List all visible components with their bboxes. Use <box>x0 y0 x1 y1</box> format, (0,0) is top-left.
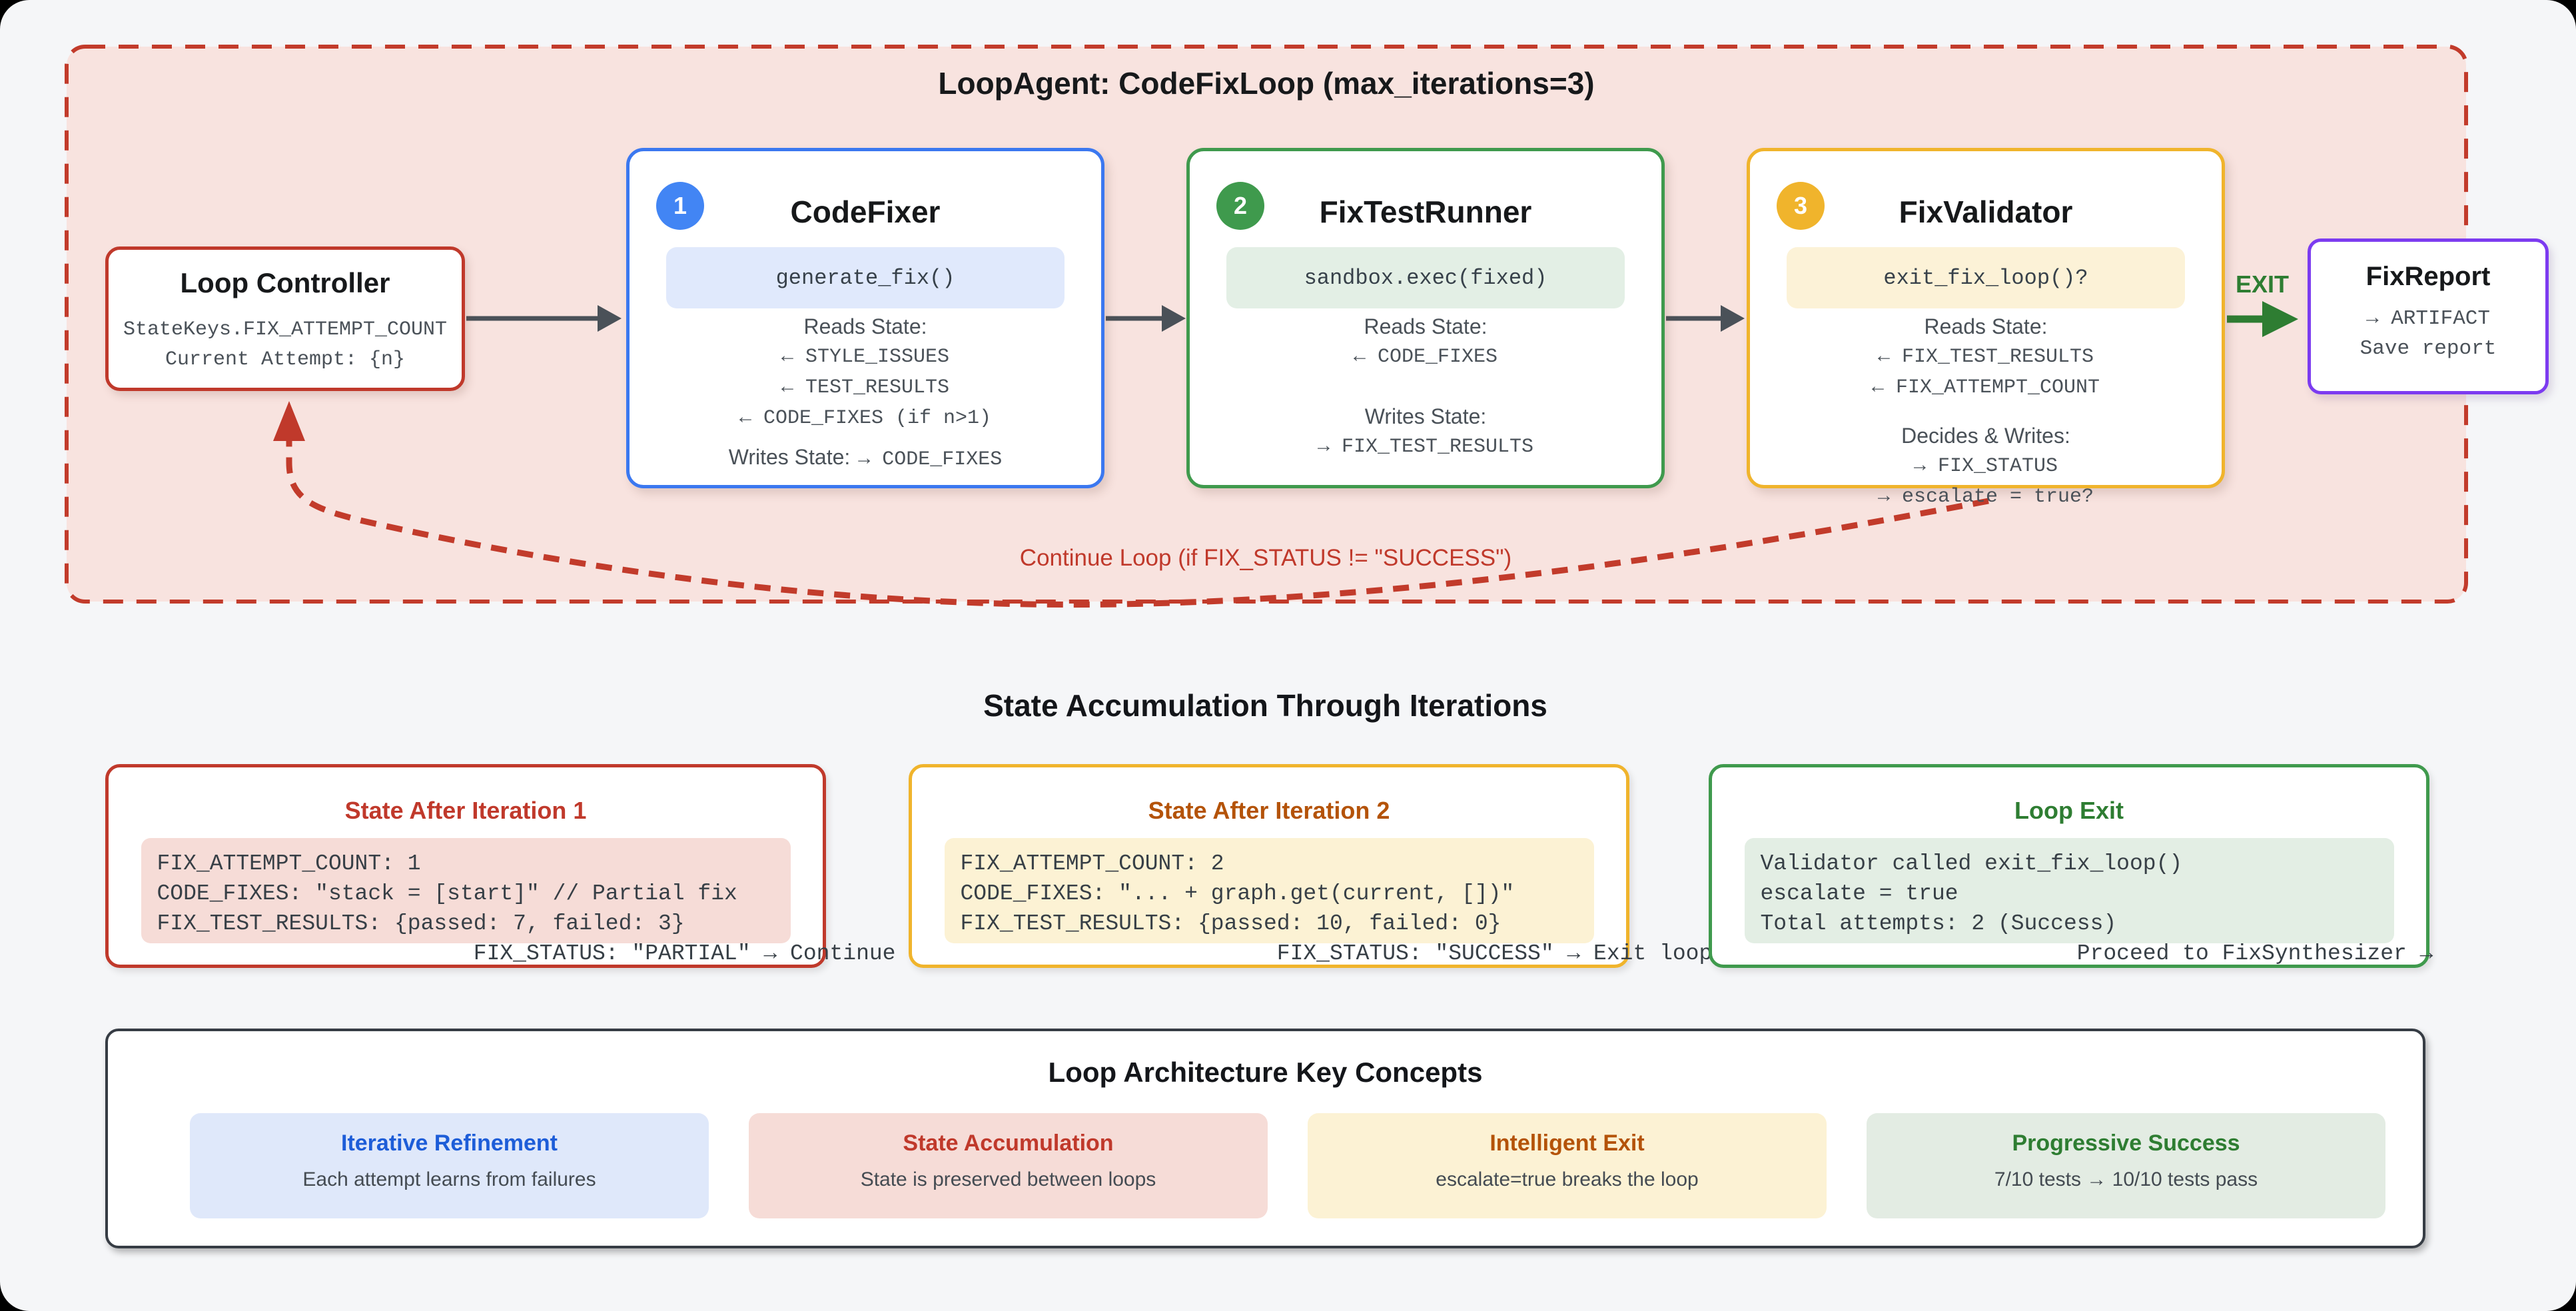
reads-item: ← FIX_ATTEMPT_COUNT <box>1871 376 2100 399</box>
loop-controller-line: Current Attempt: {n} <box>165 348 406 371</box>
writes-state-line: Writes State: → CODE_FIXES <box>630 442 1101 475</box>
state-section-heading: State Accumulation Through Iterations <box>983 688 1547 723</box>
reads-state-label: Reads State: <box>1364 314 1488 338</box>
concept-title: Intelligent Exit <box>1490 1130 1645 1156</box>
step-3-badge: 3 <box>1777 182 1825 230</box>
writes-item: → FIX_TEST_RESULTS <box>1317 436 1534 458</box>
decides-writes-label: Decides & Writes: <box>1901 424 2070 448</box>
fixreport-line: Save report <box>2360 337 2497 360</box>
concept-intelligent-exit: Intelligent Exit escalate=true breaks th… <box>1308 1113 1827 1218</box>
loop-controller-lines: StateKeys.FIX_ATTEMPT_COUNT Current Atte… <box>109 315 462 375</box>
codefixer-lines: Reads State: ← STYLE_ISSUES ← TEST_RESUL… <box>630 311 1101 475</box>
writes-item: → escalate = true? <box>1877 486 2094 508</box>
fixtestrunner-lines: Reads State: ← CODE_FIXES Writes State: … <box>1190 311 1661 462</box>
fixreport-box: FixReport → ARTIFACT Save report <box>2308 238 2549 394</box>
reads-state-label: Reads State: <box>1924 314 2048 338</box>
writes-item: → FIX_STATUS <box>1913 455 2058 478</box>
concept-iterative-refinement: Iterative Refinement Each attempt learns… <box>190 1113 709 1218</box>
state-iteration-2-code: FIX_ATTEMPT_COUNT: 2 CODE_FIXES: "... + … <box>944 838 1712 966</box>
loop-controller-box: Loop Controller StateKeys.FIX_ATTEMPT_CO… <box>105 246 465 391</box>
concept-state-accumulation: State Accumulation State is preserved be… <box>749 1113 1268 1218</box>
loop-controller-title: Loop Controller <box>180 267 390 298</box>
step-1-badge: 1 <box>656 182 704 230</box>
reads-state-label: Reads State: <box>803 314 927 338</box>
fixtestrunner-title: FixTestRunner <box>1319 195 1532 229</box>
reads-item: ← FIX_TEST_RESULTS <box>1877 346 2094 368</box>
arrow-fixtestrunner-to-fixvalidator <box>1666 305 1745 332</box>
key-concepts-box: Loop Architecture Key Concepts Iterative… <box>105 1029 2425 1248</box>
fixtestrunner-box: 2 FixTestRunner sandbox.exec(fixed) Read… <box>1186 148 1665 488</box>
codefixer-code-pill: generate_fix() <box>666 247 1065 308</box>
state-iteration-1-title: State After Iteration 1 <box>344 797 587 824</box>
state-iteration-1-box: State After Iteration 1 FIX_ATTEMPT_COUN… <box>105 764 962 968</box>
state-iteration-2-box: State After Iteration 2 FIX_ATTEMPT_COUN… <box>909 764 1712 968</box>
step-2-badge: 2 <box>1216 182 1264 230</box>
reads-item: ← CODE_FIXES <box>1353 346 1498 368</box>
exit-arrow <box>2227 301 2298 337</box>
state-iteration-2-title: State After Iteration 2 <box>1148 797 1390 824</box>
loop-exit-title: Loop Exit <box>2014 797 2124 824</box>
concept-desc: escalate=true breaks the loop <box>1436 1168 1699 1190</box>
loop-exit-box: Loop Exit Validator called exit_fix_loop… <box>1709 764 2433 968</box>
fixvalidator-title: FixValidator <box>1899 195 2073 229</box>
continue-loop-arrowhead-icon <box>273 401 305 441</box>
reads-item: ← CODE_FIXES (if n>1) <box>739 407 992 430</box>
concept-progressive-success: Progressive Success 7/10 tests → 10/10 t… <box>1867 1113 2385 1218</box>
concept-desc: Each attempt learns from failures <box>302 1168 596 1190</box>
codefixer-box: 1 CodeFixer generate_fix() Reads State: … <box>626 148 1104 488</box>
key-concepts-heading: Loop Architecture Key Concepts <box>1048 1057 1483 1088</box>
continue-loop-dashed-arrow <box>286 440 1989 608</box>
fixvalidator-lines: Reads State: ← FIX_TEST_RESULTS ← FIX_AT… <box>1750 311 2222 512</box>
writes-item: → CODE_FIXES <box>858 448 1003 471</box>
fixreport-line: → ARTIFACT <box>2365 307 2491 330</box>
concept-desc: 7/10 tests → 10/10 tests pass <box>1994 1168 2258 1190</box>
arrow-codefixer-to-fixtestrunner <box>1106 305 1186 332</box>
fixreport-title: FixReport <box>2365 262 2491 291</box>
continue-loop-label: Continue Loop (if FIX_STATUS != "SUCCESS… <box>1019 545 1512 571</box>
concept-title: Iterative Refinement <box>341 1130 558 1156</box>
codefixer-title: CodeFixer <box>790 195 941 229</box>
writes-state-label: Writes State: <box>1364 404 1487 428</box>
fixreport-lines: → ARTIFACT Save report <box>2311 304 2545 364</box>
loop-exit-code: Validator called exit_fix_loop() escalat… <box>1744 838 2433 966</box>
fixvalidator-box: 3 FixValidator exit_fix_loop()? Reads St… <box>1747 148 2225 508</box>
concept-title: State Accumulation <box>903 1130 1114 1156</box>
writes-state-label: Writes State: <box>728 445 851 469</box>
reads-item: ← TEST_RESULTS <box>781 376 950 399</box>
loop-controller-line: StateKeys.FIX_ATTEMPT_COUNT <box>123 318 448 341</box>
arrow-controller-to-codefixer <box>466 305 622 332</box>
reads-item: ← STYLE_ISSUES <box>781 346 950 368</box>
spacer <box>1190 372 1661 401</box>
concept-title: Progressive Success <box>2012 1130 2240 1156</box>
state-iteration-1-code: FIX_ATTEMPT_COUNT: 1 CODE_FIXES: "stack … <box>141 838 962 966</box>
exit-label: EXIT <box>2235 270 2289 298</box>
spacer <box>1750 403 2222 420</box>
fixtestrunner-code-pill: sandbox.exec(fixed) <box>1226 247 1625 308</box>
fixvalidator-code-pill: exit_fix_loop()? <box>1787 247 2185 308</box>
loop-container-title: LoopAgent: CodeFixLoop (max_iterations=3… <box>938 66 1595 101</box>
concept-desc: State is preserved between loops <box>860 1168 1156 1190</box>
